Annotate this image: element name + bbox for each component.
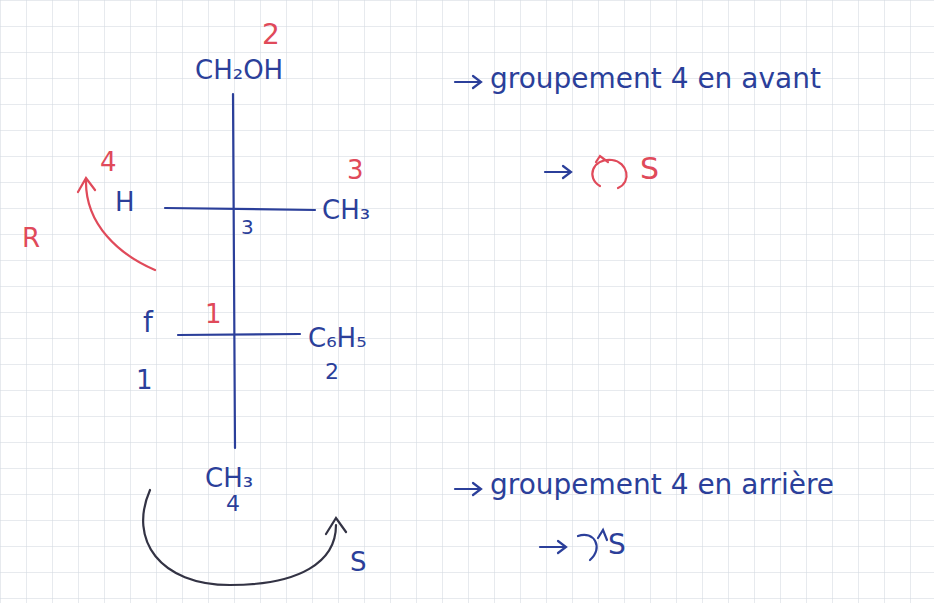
arrow-symbol (455, 483, 481, 495)
substituent-formula: CH₂OH (195, 56, 283, 85)
note-text: groupement 4 en avant (490, 64, 821, 95)
rotation-symbol (592, 156, 626, 188)
substituent-formula: C₆H₅ (308, 324, 367, 353)
substituent-formula: f (143, 308, 153, 339)
substituent-formula: CH₃ (322, 196, 370, 225)
priority-number: 4 (100, 148, 117, 177)
substituent-formula: H (115, 188, 135, 217)
position-number: 2 (262, 20, 280, 51)
configuration-letter: S (350, 548, 367, 577)
priority-number: 3 (347, 156, 364, 185)
priority-number: 4 (226, 492, 240, 516)
carbon-number: 3 (241, 216, 254, 238)
configuration-letter: S (608, 530, 626, 561)
arrow-symbol (545, 166, 571, 178)
rotation-arrow (78, 178, 155, 270)
rotation-arrow (143, 490, 346, 585)
fischer-vertical-bond (233, 94, 235, 448)
arrow-symbol (455, 76, 481, 88)
rotation-symbol (578, 530, 607, 560)
fischer-horizontal-bond (165, 208, 315, 210)
arrow-symbol (540, 541, 566, 553)
priority-number: 1 (205, 300, 222, 329)
configuration-letter: S (640, 152, 659, 185)
priority-number: 2 (325, 360, 339, 384)
fischer-horizontal-bond (178, 334, 300, 335)
substituent-formula: CH₃ (205, 464, 253, 493)
note-text: groupement 4 en arrière (490, 470, 834, 501)
priority-number: 1 (136, 366, 153, 395)
configuration-letter: R (22, 224, 40, 253)
